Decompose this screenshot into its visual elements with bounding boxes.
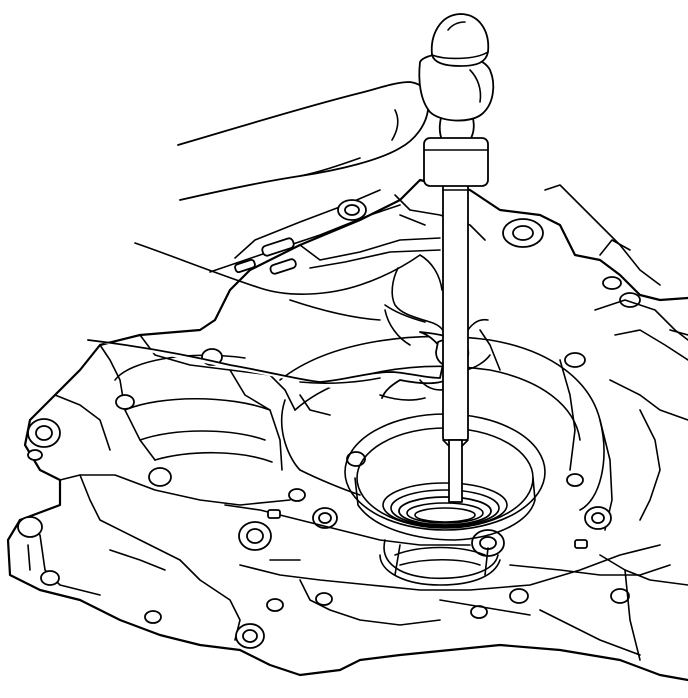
oil-seal — [382, 482, 508, 528]
transmission-case — [6, 178, 688, 682]
drift-punch — [442, 179, 469, 503]
hammer — [418, 13, 495, 187]
left-hand — [177, 81, 430, 201]
